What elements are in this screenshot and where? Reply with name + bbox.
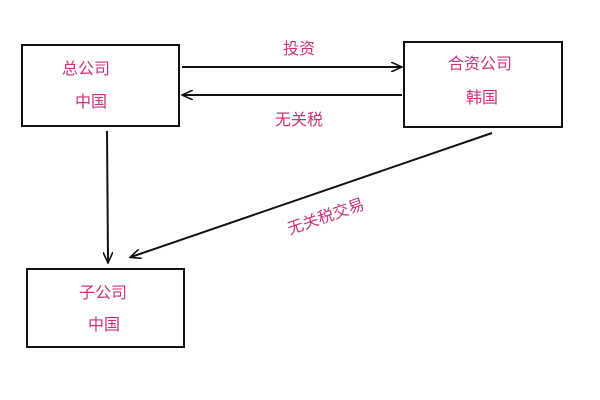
node-joint-venture-location: 韩国 xyxy=(466,88,498,107)
node-headquarters-name: 总公司 xyxy=(62,59,110,78)
node-subsidiary-box xyxy=(26,268,185,348)
node-subsidiary-name: 子公司 xyxy=(79,283,127,302)
node-headquarters-location: 中国 xyxy=(75,92,107,111)
node-subsidiary: 子公司 中国 xyxy=(26,268,185,348)
node-headquarters: 总公司 中国 xyxy=(21,44,180,127)
edge-hq-to-subsidiary-arrow xyxy=(107,130,108,262)
node-joint-venture: 合资公司 韩国 xyxy=(403,41,563,128)
node-joint-venture-box xyxy=(403,41,563,128)
edge-investment-label: 投资 xyxy=(283,39,315,58)
node-joint-venture-name: 合资公司 xyxy=(448,54,512,73)
node-subsidiary-location: 中国 xyxy=(88,315,120,334)
node-headquarters-box xyxy=(21,44,180,127)
edge-tax-free-trade-arrow xyxy=(131,132,493,257)
edge-tax-free-label: 无关税 xyxy=(275,110,323,129)
